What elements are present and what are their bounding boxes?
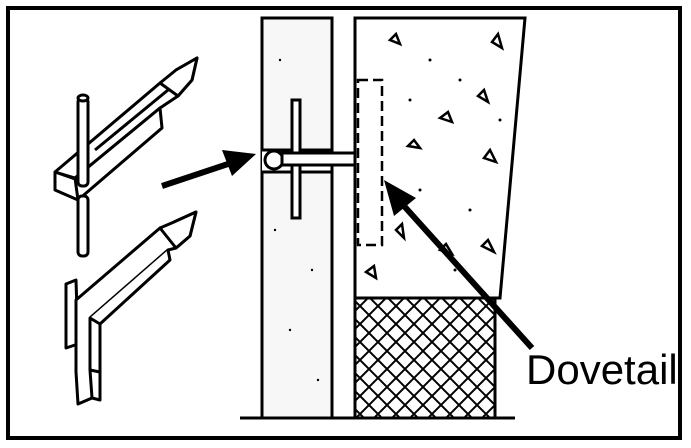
bent-anchor-icon [64,210,198,406]
dovetail-label: Dovetail [526,346,678,393]
mesh-block [353,296,497,420]
anchor-with-rod-icon [53,56,199,258]
figure-frame [6,6,682,440]
concrete-section [353,16,527,300]
dovetail-callout-arrow [384,180,535,351]
pointer-arrow [161,150,256,189]
